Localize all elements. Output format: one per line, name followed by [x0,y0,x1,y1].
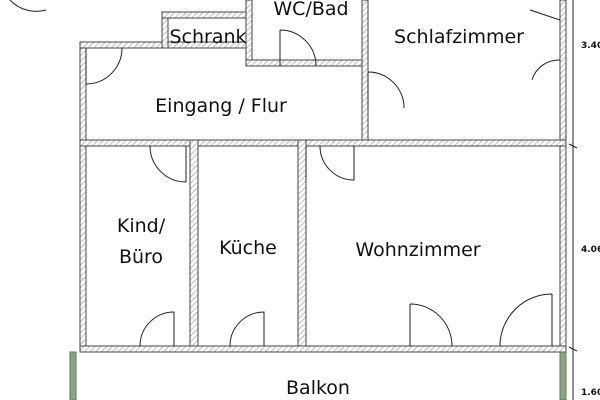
balcony-rail-right [559,351,567,400]
walls [79,0,567,353]
door-kind-bottom [139,311,175,347]
door-kind-top [149,145,187,183]
room-label-schlafzimmer: Schlafzimmer [394,26,524,48]
room-label-balkon: Balkon [286,377,350,399]
door-schlaf [367,71,405,109]
balcony-rail-left [69,351,77,400]
door-kueche-bottom [229,311,265,347]
door-wohn-top [319,145,355,181]
wall-bad-bottom [245,59,369,67]
balcony [69,351,567,400]
doors [85,9,561,347]
dimension-label-lower: 1.60 [581,388,600,398]
door-flur [85,47,123,85]
room-label-wc-bad: WC/Bad [273,0,348,20]
wall-schrank-top [161,11,251,19]
wall-flur-bottom [79,139,567,147]
dim-tick-2 [568,346,578,352]
room-label-buero: Büro [119,246,163,268]
room-label-schrank: Schrank [169,26,246,48]
dimension-line [568,0,578,400]
room-label-kind: Kind/ [117,215,166,237]
wall-bad-left [245,0,253,65]
room-label-kueche: Küche [219,237,277,259]
door-wohn-bottom-right [499,293,553,347]
dimension-label-middle: 4.06 [581,245,600,255]
door-bad [279,29,317,67]
wall-bad-right [361,0,369,143]
wall-kueche-wohn [297,139,307,353]
door-schlaf-right [529,9,561,81]
exterior-arc [9,0,47,12]
wall-outer-right [559,0,567,353]
dimension-label-upper: 3.40 [581,41,600,51]
room-label-wohnzimmer: Wohnzimmer [355,239,480,261]
dim-tick-1 [568,143,578,149]
wall-bottom [79,345,567,353]
door-wohn-bottom-left [409,303,453,347]
wall-kind-kueche [189,139,199,353]
room-label-eingang-flur: Eingang / Flur [155,95,287,117]
wall-outer-left [79,41,87,353]
